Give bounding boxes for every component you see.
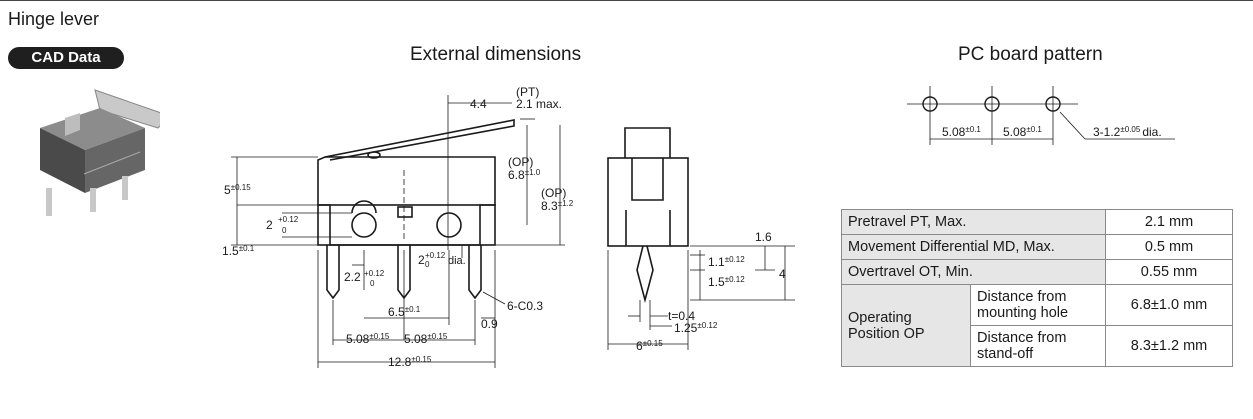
cad-data-button[interactable]: CAD Data [8, 47, 124, 69]
dim-5-08-b: 5.08±0.15 [404, 332, 448, 346]
dim-2-2-tol-zero: 0 [370, 279, 375, 288]
dim-1-6: 1.6 [755, 230, 772, 244]
pcb-pitch-a: 5.08±0.1 [942, 125, 981, 139]
pcb-pitch-b: 5.08±0.1 [1003, 125, 1042, 139]
dim-2-2-tol-plus: +0.12 [364, 269, 385, 278]
op-sub-line-1: Distance from [977, 330, 1067, 346]
table-row: Movement Differential MD, Max. 0.5 mm [841, 234, 1233, 260]
table-row: Distance from stand-off 8.3±1.2 mm [842, 325, 1233, 367]
dim-pt-label: (PT) [516, 85, 539, 99]
page-title: Hinge lever [8, 9, 100, 29]
dim-6: 6±0.15 [636, 339, 663, 353]
table-row: Overtravel OT, Min. 0.55 mm [841, 259, 1233, 285]
op-sub-label: Distance from stand-off [970, 325, 1106, 367]
spec-value: 0.55 mm [1105, 259, 1233, 285]
dim-2: 2 [266, 218, 273, 232]
dim-4: 4 [779, 267, 786, 281]
spec-value: 2.1 mm [1105, 209, 1233, 235]
spec-label: Overtravel OT, Min. [841, 259, 1106, 285]
spec-value: 0.5 mm [1105, 234, 1233, 260]
dim-5: 5±0.15 [224, 183, 251, 197]
table-row: Operating Position OP Distance from moun… [841, 284, 1233, 367]
dim-pt-value: 2.1 max. [516, 97, 562, 111]
dim-1-1: 1.1±0.12 [708, 255, 745, 269]
dim-1-5-side: 1.5±0.12 [708, 275, 745, 289]
spec-label: Pretravel PT, Max. [841, 209, 1106, 235]
dim-4-4: 4.4 [470, 97, 487, 111]
dim-0-9: 0.9 [481, 317, 498, 331]
op-group-label: Operating Position OP [841, 284, 971, 367]
spec-value: 6.8±1.0 mm [1105, 284, 1233, 326]
dim-1-5: 1.5±0.1 [222, 244, 255, 258]
dim-2-dia: 2 [418, 253, 425, 267]
dim-2-dia-tol-plus: +0.12 [425, 251, 446, 260]
dim-12-8: 12.8±0.15 [388, 355, 432, 369]
pcb-pattern-heading: PC board pattern [958, 44, 1103, 65]
dim-2-2: 2.2 [344, 270, 361, 284]
dim-6-5: 6.5±0.1 [388, 305, 421, 319]
op-group-line-2: Position OP [848, 325, 925, 342]
op-group-line-1: Operating [848, 309, 912, 326]
spec-table: Pretravel PT, Max. 2.1 mm Movement Diffe… [841, 209, 1233, 367]
dim-2-dia-tol-zero: 0 [425, 260, 430, 269]
external-dimensions-heading: External dimensions [410, 44, 582, 65]
dim-2-tol-zero: 0 [282, 226, 287, 235]
top-rule [0, 0, 1253, 1]
dim-t-0-4: t=0.4 [668, 309, 695, 323]
op-sub-label: Distance from mounting hole [970, 284, 1106, 326]
dim-1-25: 1.25±0.12 [674, 321, 718, 335]
spec-value: 8.3±1.2 mm [1105, 325, 1233, 367]
dim-5-08-a: 5.08±0.15 [346, 332, 390, 346]
op-sub-line-2: stand-off [977, 346, 1034, 362]
dim-dia-text: dia. [448, 255, 466, 267]
op-sub-line-1: Distance from [977, 289, 1067, 305]
op-sub-line-2: mounting hole [977, 305, 1069, 321]
table-row: Pretravel PT, Max. 2.1 mm [841, 209, 1233, 235]
product-photo [40, 89, 160, 216]
dim-2-tol-plus: +0.12 [278, 215, 299, 224]
dim-op1-value: 6.8±1.0 [508, 168, 541, 182]
dim-op1-label: (OP) [508, 155, 533, 169]
dim-op2-value: 8.3±1.2 [541, 199, 574, 213]
dim-6-c0-3: 6-C0.3 [507, 299, 543, 313]
spec-label: Movement Differential MD, Max. [841, 234, 1106, 260]
dim-op2-label: (OP) [541, 186, 566, 200]
